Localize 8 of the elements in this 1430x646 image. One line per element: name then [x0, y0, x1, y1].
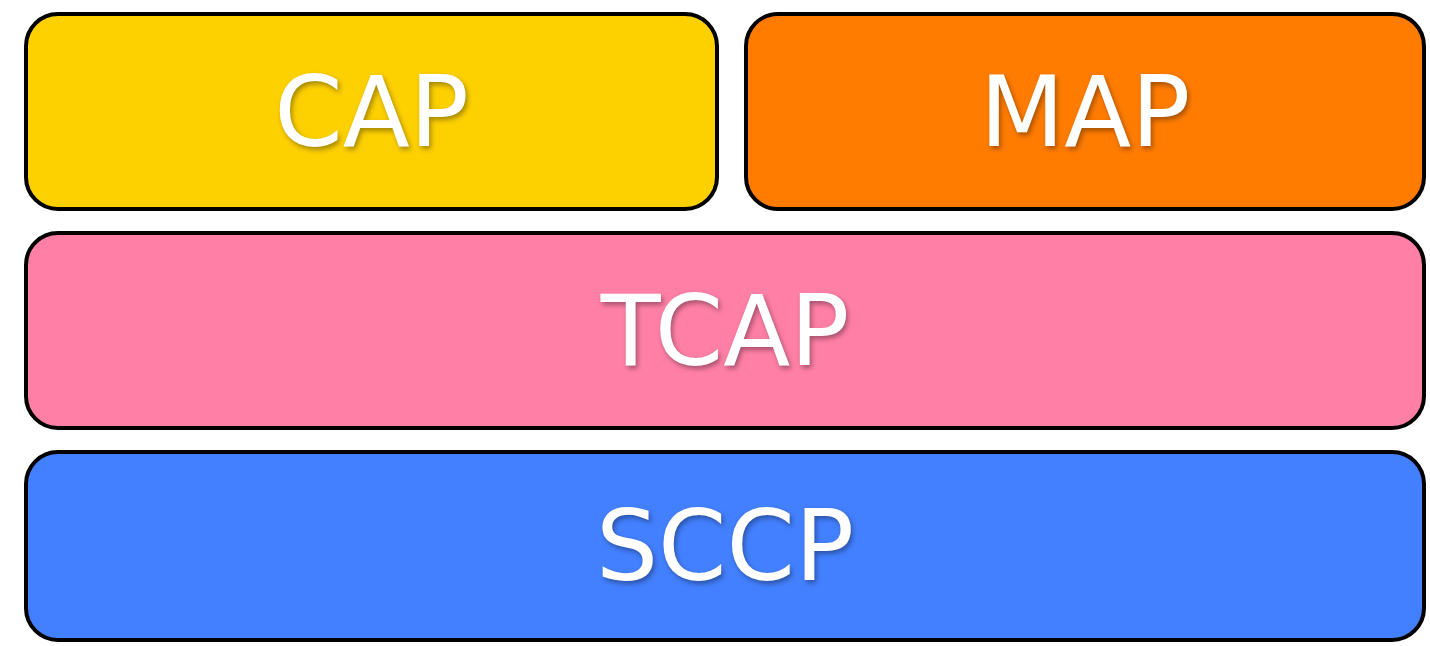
- layer-box: [24, 450, 1426, 642]
- layer-name: SCCP: [595, 497, 855, 595]
- layer-box: [24, 231, 1426, 430]
- layer-name: TCAP: [600, 281, 850, 380]
- layer-box: [744, 12, 1426, 211]
- layer-name: CAP: [274, 62, 469, 161]
- layer-box: [24, 12, 719, 211]
- layer-name: MAP: [979, 62, 1191, 161]
